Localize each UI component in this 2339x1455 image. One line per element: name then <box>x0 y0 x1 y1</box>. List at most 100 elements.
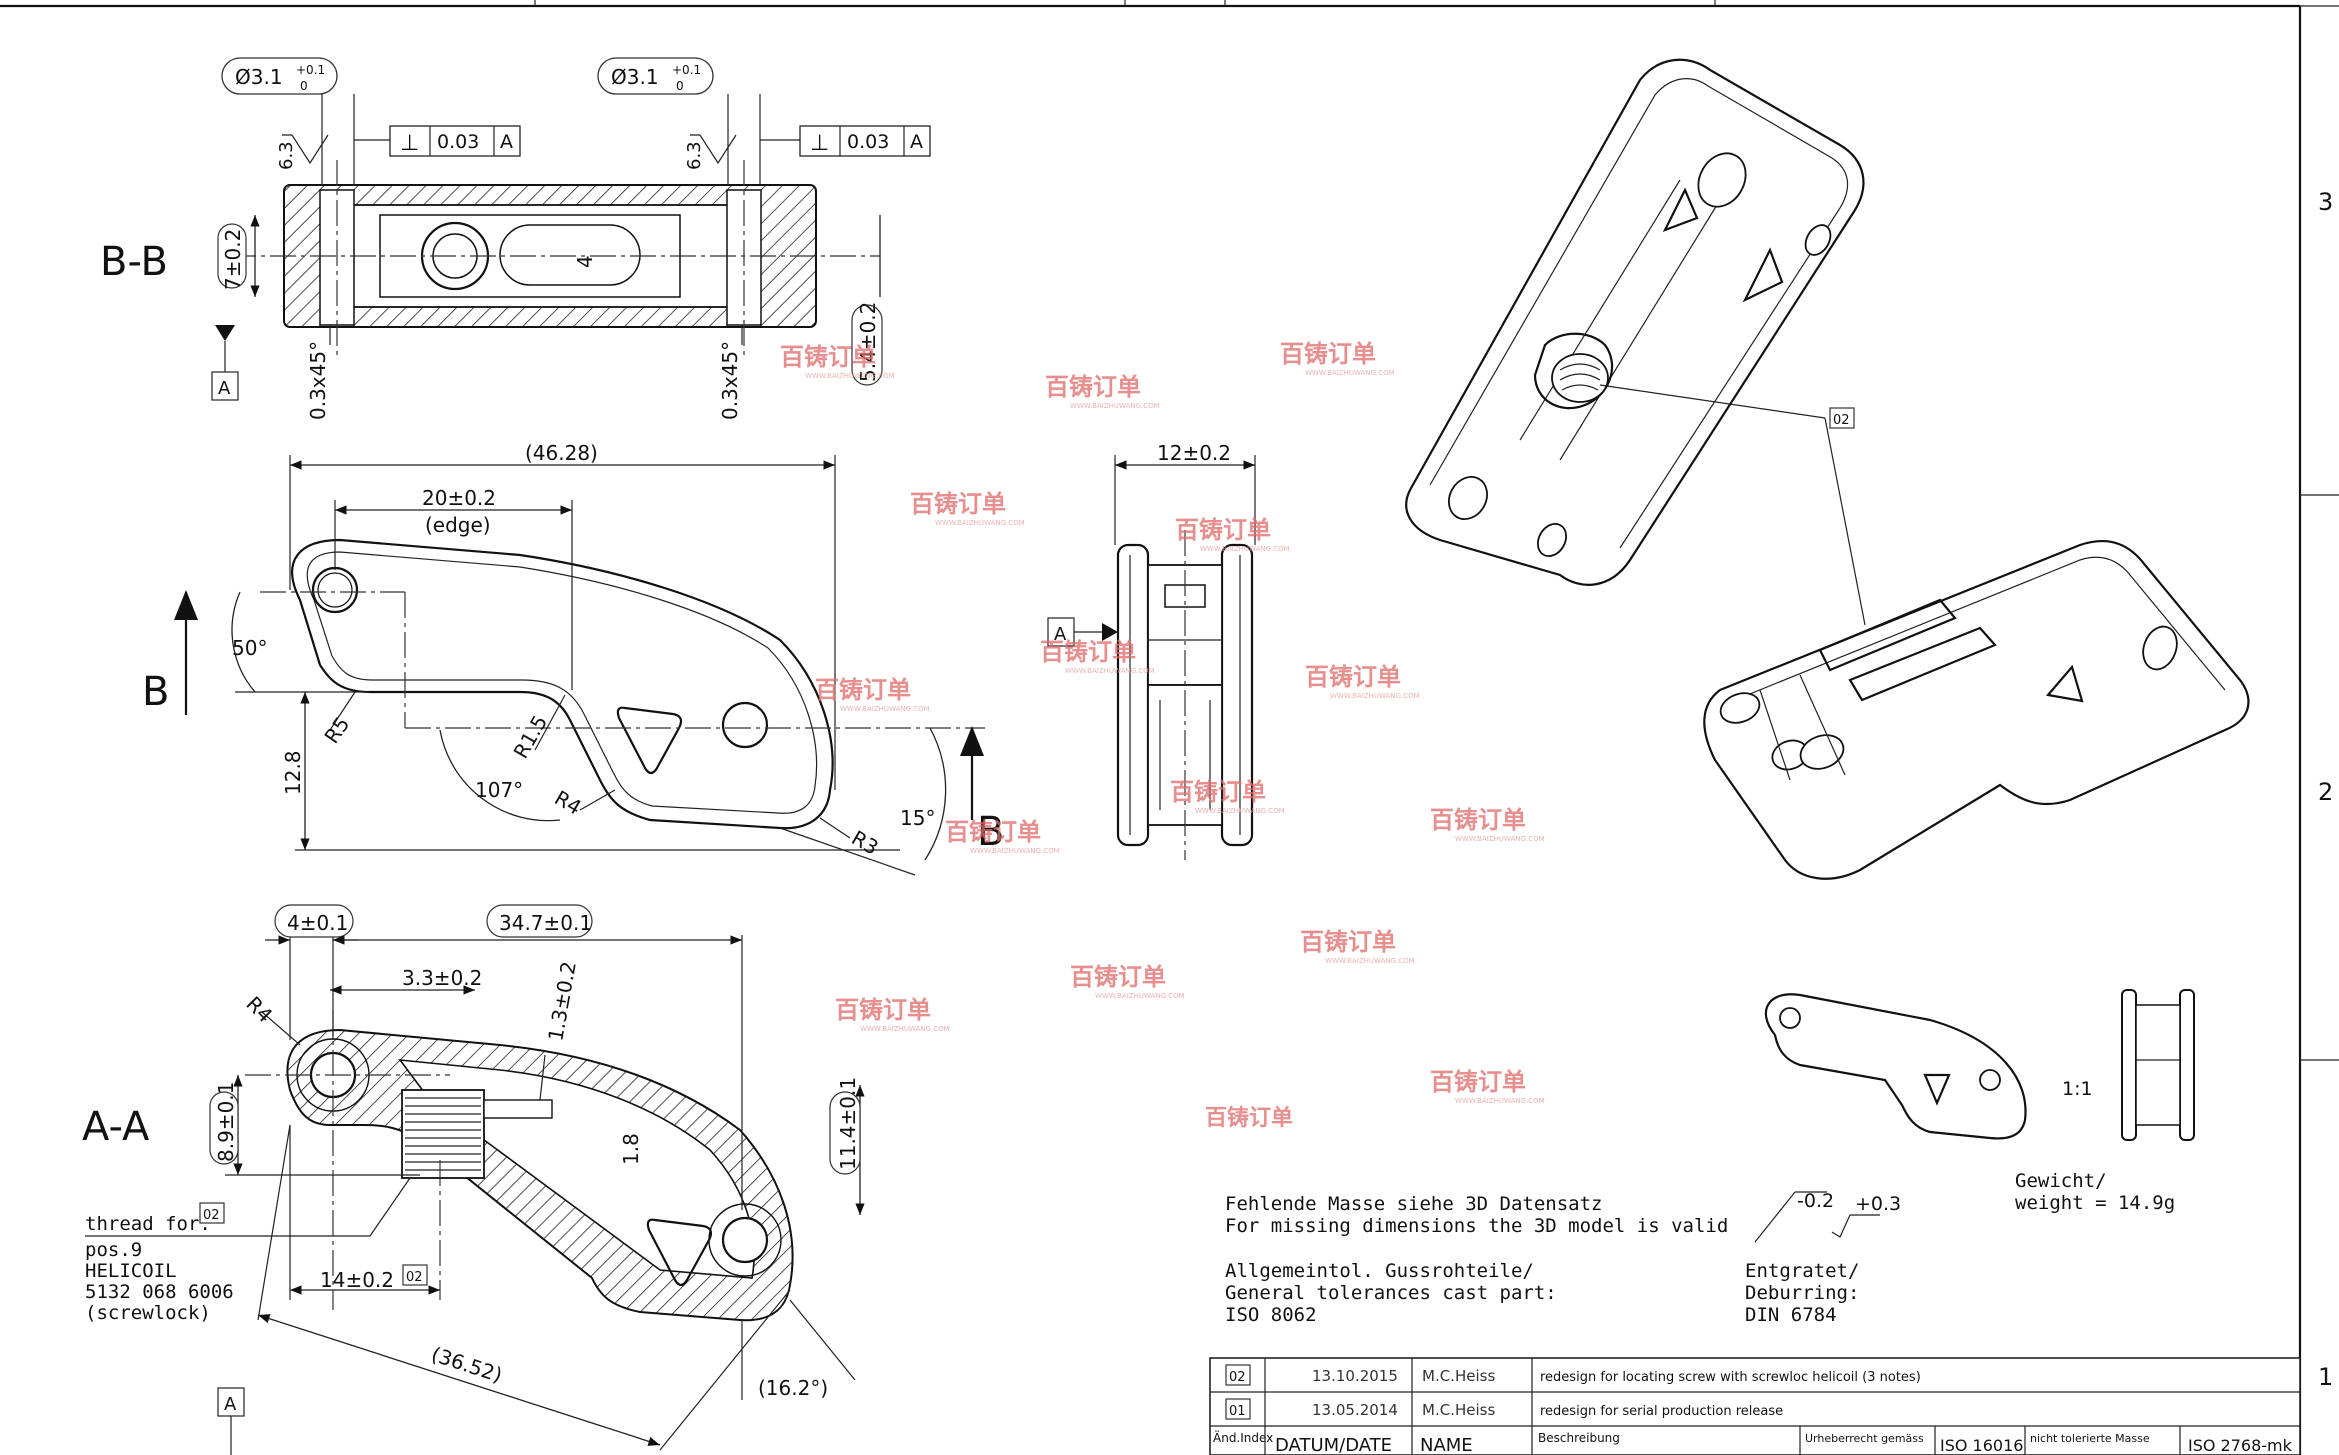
svg-text:A: A <box>500 131 513 153</box>
svg-text:13.05.2014: 13.05.2014 <box>1312 1401 1398 1419</box>
svg-text:百铸订单: 百铸订单 <box>1205 1105 1293 1131</box>
dim-width-5: 5.4±0.2 <box>856 302 880 382</box>
dim-r15: R1.5 <box>509 711 553 763</box>
section-bb-view: B-B 7±0.2 5.4±0.2 4 0.3x45° 0.3x45° A <box>100 57 931 420</box>
svg-text:百铸订单: 百铸订单 <box>945 818 1041 846</box>
svg-text:Beschreibung: Beschreibung <box>1538 1431 1620 1445</box>
revision-row-01: 01 13.05.2014 M.C.Heiss redesign for ser… <box>1225 1398 1783 1420</box>
svg-text:百铸订单: 百铸订单 <box>1430 806 1526 834</box>
svg-text:百铸订单: 百铸订单 <box>835 996 931 1024</box>
dim-slot-4: 4 <box>573 255 597 268</box>
note-deburr-3: DIN 6784 <box>1745 1304 1837 1326</box>
dim-d347: 34.7±0.1 <box>499 911 592 935</box>
dim-chamfer-left: 0.3x45° <box>306 341 330 420</box>
section-aa-label: A-A <box>82 1104 150 1150</box>
dim-d89: 8.9±0.1 <box>214 1082 238 1162</box>
dim-angle-107: 107° <box>475 778 523 802</box>
note-tol-3: ISO 8062 <box>1225 1304 1317 1326</box>
svg-text:+0.1: +0.1 <box>296 63 325 77</box>
title-block-header: Änd.Index DATUM/DATE NAME Beschreibung U… <box>1213 1430 2293 1455</box>
svg-text:(screwlock): (screwlock) <box>85 1302 211 1324</box>
svg-text:WWW.BAIZHUWANG.COM: WWW.BAIZHUWANG.COM <box>1065 667 1155 675</box>
revision-row-02: 02 13.10.2015 M.C.Heiss redesign for loc… <box>1225 1364 1921 1386</box>
general-notes: Fehlende Masse siehe 3D Datensatz For mi… <box>1225 1170 2175 1326</box>
svg-text:百铸订单: 百铸订单 <box>1070 963 1166 991</box>
perp-frame-right: ⊥ 0.03 A <box>760 125 931 157</box>
datum-a-front: A <box>1054 624 1067 645</box>
svg-text:nicht tolerierte Masse: nicht tolerierte Masse <box>2030 1432 2150 1445</box>
svg-text:02: 02 <box>203 1208 220 1223</box>
rev-marker-aa: 02 <box>406 1270 423 1285</box>
section-bb-label: B-B <box>100 239 168 285</box>
svg-text:M.C.Heiss: M.C.Heiss <box>1422 1401 1495 1419</box>
svg-text:0.03: 0.03 <box>437 131 479 153</box>
note-edge-plus: +0.3 <box>1855 1193 1901 1215</box>
note-weight-1: Gewicht/ <box>2015 1170 2107 1192</box>
dim-d14: 14±0.2 <box>320 1268 394 1292</box>
svg-text:WWW.BAIZHUWANG.COM: WWW.BAIZHUWANG.COM <box>1455 1097 1545 1105</box>
svg-text:02: 02 <box>1229 1370 1246 1385</box>
dim-d162: (16.2°) <box>758 1376 828 1400</box>
section-aa-view: A-A 4±0.1 34.7±0.1 3.3±0.2 1.3±0.2 <box>82 904 865 1455</box>
dim-d3652: (36.52) <box>428 1342 505 1387</box>
scale-views: 1:1 <box>1764 989 2195 1141</box>
svg-text:百铸订单: 百铸订单 <box>1300 928 1396 956</box>
svg-text:A: A <box>910 131 923 153</box>
svg-text:百铸订单: 百铸订单 <box>1280 340 1376 368</box>
roughness-left: 6.3 <box>276 141 297 170</box>
zone-2: 2 <box>2318 778 2333 806</box>
svg-text:Änd.Index: Änd.Index <box>1213 1430 1273 1445</box>
note-deburr-2: Deburring: <box>1745 1282 1859 1304</box>
svg-text:百铸订单: 百铸订单 <box>1045 373 1141 401</box>
front-view: 12±0.2 A <box>1047 441 1256 860</box>
note-weight-2: weight = 14.9g <box>2015 1192 2175 1214</box>
svg-text:WWW.BAIZHUWANG.COM: WWW.BAIZHUWANG.COM <box>1330 692 1420 700</box>
iso-view-top: 02 <box>1405 58 1866 626</box>
svg-text:WWW.BAIZHUWANG.COM: WWW.BAIZHUWANG.COM <box>970 847 1060 855</box>
dim-edge-note: (edge) <box>425 513 491 537</box>
svg-text:百铸订单: 百铸订单 <box>1430 1068 1526 1096</box>
side-profile-view: B B (46.28) 20±0.2 (edge) 50° R5 R1.5 12… <box>142 441 1004 876</box>
svg-text:ISO 2768-mk: ISO 2768-mk <box>2188 1436 2293 1455</box>
zone-3: 3 <box>2318 188 2333 216</box>
datum-a-aa: A <box>224 1394 237 1415</box>
dim-height-128: 12.8 <box>281 750 305 795</box>
dim-d33: 3.3±0.2 <box>402 966 482 990</box>
svg-text:redesign for serial production: redesign for serial production release <box>1540 1404 1783 1419</box>
svg-text:WWW.BAIZHUWANG.COM: WWW.BAIZHUWANG.COM <box>1325 957 1415 965</box>
dim-r3: R3 <box>848 826 883 860</box>
thread-note: thread for: 02 pos.9 HELICOIL 5132 068 6… <box>85 1177 411 1324</box>
title-block: 02 13.10.2015 M.C.Heiss redesign for loc… <box>1209 1357 2301 1455</box>
svg-text:Urheberrecht gemäss: Urheberrecht gemäss <box>1805 1432 1924 1445</box>
dim-r4: R4 <box>551 786 586 820</box>
note-tol-1: Allgemeintol. Gussrohteile/ <box>1225 1260 1534 1282</box>
hole-dia-left: Ø3.1 <box>235 65 283 89</box>
scale-label: 1:1 <box>2062 1078 2093 1100</box>
svg-text:WWW.BAIZHUWANG.COM: WWW.BAIZHUWANG.COM <box>1095 992 1185 1000</box>
svg-text:thread for:: thread for: <box>85 1213 211 1235</box>
svg-text:0: 0 <box>300 79 308 93</box>
zone-1: 1 <box>2318 1363 2333 1391</box>
svg-text:⊥: ⊥ <box>810 131 829 156</box>
svg-text:⊥: ⊥ <box>400 131 419 156</box>
dim-d114: 11.4±0.1 <box>836 1077 860 1170</box>
svg-text:百铸订单: 百铸订单 <box>910 490 1006 518</box>
svg-text:13.10.2015: 13.10.2015 <box>1312 1367 1398 1385</box>
svg-text:pos.9: pos.9 <box>85 1239 142 1261</box>
watermark-16: 百铸订单 <box>1205 1105 1293 1131</box>
note-edge-minus: -0.2 <box>1797 1190 1834 1212</box>
svg-text:WWW.BAIZHUWANG.COM: WWW.BAIZHUWANG.COM <box>1200 545 1290 553</box>
dim-edge-20: 20±0.2 <box>422 486 496 510</box>
